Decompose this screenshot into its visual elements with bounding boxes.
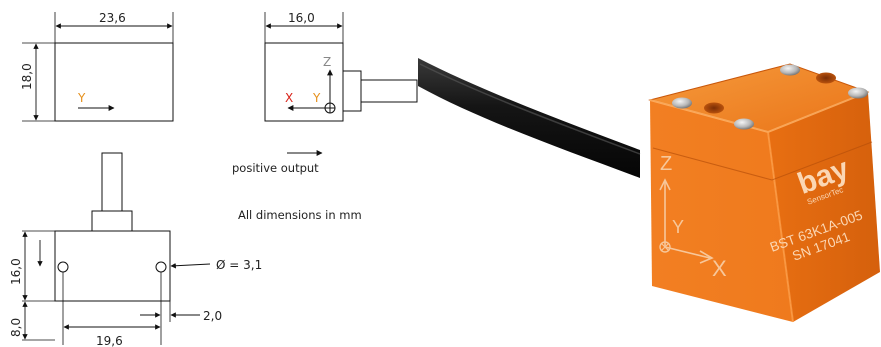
top-view-width-label: 23,6 xyxy=(99,11,126,25)
sensor-screw-icon xyxy=(780,64,800,76)
front-view-base-label: 8,0 xyxy=(9,318,23,337)
sensor-engraved-x-axis xyxy=(664,246,711,259)
front-view: 16,0 8,0 19,6 Ø = 3,1 2,0 xyxy=(9,152,262,347)
side-view-width-label: 16,0 xyxy=(288,11,315,25)
top-view-outline xyxy=(54,42,174,122)
sensor-left-face xyxy=(650,100,793,322)
side-view-axis-y-label: Y xyxy=(312,91,321,105)
front-view-mounting-hole-right xyxy=(155,261,167,273)
front-view-collar xyxy=(91,210,133,232)
side-view-axis-x-label: X xyxy=(285,91,293,105)
sensor-screw-icon xyxy=(734,118,754,130)
units-note: All dimensions in mm xyxy=(238,208,362,222)
top-view: 23,6 18,0 Y xyxy=(20,11,174,122)
sensor-engraved-y-label: Y xyxy=(672,217,684,237)
sensor-engraved-z-label: Z xyxy=(660,153,672,175)
side-view: 16,0 Z X Y xyxy=(264,11,418,122)
sensor-engraved-x-label: X xyxy=(712,256,727,281)
legend: positive output All dimensions in mm xyxy=(232,150,362,222)
sensor-engraved-x-arrowhead xyxy=(699,250,714,264)
front-view-hole-diameter-label: Ø = 3,1 xyxy=(216,258,262,272)
sensor-engraved-y-symbol xyxy=(659,241,671,253)
front-view-hole-spacing-label: 19,6 xyxy=(96,334,123,347)
sensor-lid-seam xyxy=(652,141,873,181)
sensor-screw-icon xyxy=(848,87,868,99)
positive-output-label: positive output xyxy=(232,161,319,175)
front-view-cable xyxy=(101,152,123,212)
front-view-outline xyxy=(54,230,171,302)
sensor-photo: Z X Y bay SensorTec BST 63K1A-005 SN 170… xyxy=(418,58,880,323)
front-view-height-label: 16,0 xyxy=(9,258,23,285)
sensor-mounting-hole xyxy=(704,102,724,114)
side-view-connector-collar xyxy=(342,70,362,112)
sensor-screw-icon xyxy=(672,97,692,109)
sensor-cable xyxy=(418,58,640,178)
sensor-engraved-y-cross xyxy=(660,242,670,252)
side-view-connector-cable xyxy=(360,79,418,103)
side-view-axis-z-label: Z xyxy=(323,55,331,69)
sensor-cable-highlight xyxy=(419,63,641,155)
side-view-outline xyxy=(264,42,344,122)
front-view-edge-offset-label: 2,0 xyxy=(203,309,222,323)
top-view-axis-y-label: Y xyxy=(77,91,86,105)
front-view-mounting-hole-left xyxy=(57,261,69,273)
sensor-mounting-hole xyxy=(816,72,836,84)
front-view-hole-diameter-leader xyxy=(170,263,211,269)
sensor-engraved-z-arrowhead xyxy=(659,178,671,191)
sensor-corner-edge xyxy=(767,131,794,323)
top-view-height-label: 18,0 xyxy=(20,63,34,90)
